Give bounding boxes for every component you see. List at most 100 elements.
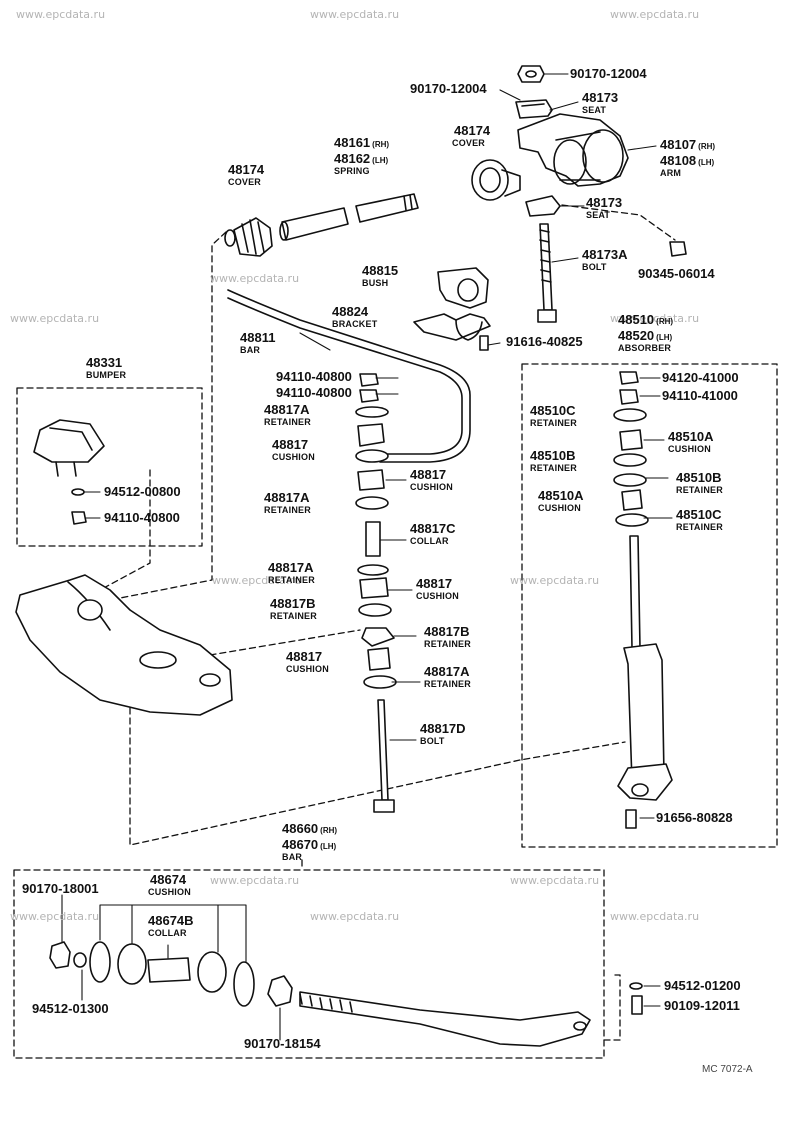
part-name: CUSHION: [286, 664, 329, 674]
part-number: 94110-40800: [104, 510, 180, 525]
part-number: 48811: [240, 330, 276, 345]
watermark: www.epcdata.ru: [212, 574, 302, 587]
bumper-icon: [33, 419, 105, 525]
part-number: 94512-01300: [32, 1001, 109, 1016]
long-bolt-icon: [373, 699, 395, 813]
part-number: 94512-00800: [104, 484, 181, 499]
part-number: 48510(RH): [618, 312, 674, 327]
part-name: BUMPER: [86, 370, 127, 380]
seat-lower-icon: [525, 195, 561, 217]
watermark: www.epcdata.ru: [210, 272, 300, 285]
watermark: www.epcdata.ru: [610, 312, 700, 325]
part-number: 48520(LH): [618, 328, 673, 343]
watermark: www.epcdata.ru: [210, 874, 300, 887]
part-number: 48173: [582, 90, 619, 105]
bracket-icon: [413, 313, 491, 341]
bush-icon: [437, 267, 489, 309]
part-number: 48173: [586, 195, 623, 210]
part-number: 90170-18001: [22, 881, 99, 896]
part-name: COVER: [228, 177, 262, 187]
part-number: 91616-40825: [506, 334, 583, 349]
part-number: 94120-41000: [662, 370, 739, 385]
part-name: RETAINER: [270, 611, 317, 621]
seat-upper-icon: [515, 99, 553, 119]
rod-bolt-icon: [629, 982, 643, 1015]
part-number: 48817D: [420, 721, 466, 736]
part-number: 90109-12011: [664, 998, 740, 1013]
part-name: SPRING: [334, 166, 370, 176]
torsion-spring-icon: [279, 193, 419, 241]
part-name: RETAINER: [268, 575, 315, 585]
part-name: BUSH: [362, 278, 389, 288]
part-number: 94110-40800: [276, 385, 352, 400]
part-number: 48174: [228, 162, 265, 177]
part-number: 48817A: [268, 560, 314, 575]
part-number: 48817A: [264, 490, 310, 505]
part-name: RETAINER: [424, 679, 471, 689]
stabilizer-bar-icon: [227, 289, 471, 463]
part-name: SEAT: [586, 210, 611, 220]
small-nut-icon: [669, 241, 687, 257]
part-number: 90345-06014: [638, 266, 715, 281]
absorber-detail-frame: [521, 363, 778, 848]
part-number: 48824: [332, 304, 369, 319]
part-name: CUSHION: [538, 503, 581, 513]
shock-absorber-icon: [617, 535, 673, 829]
part-name: RETAINER: [530, 418, 577, 428]
part-number: 48817C: [410, 521, 456, 536]
part-name: CUSHION: [416, 591, 459, 601]
part-name: COVER: [452, 138, 486, 148]
part-number: 48510A: [538, 488, 584, 503]
part-name: BOLT: [420, 736, 445, 746]
absorber-stack-icon: [613, 371, 649, 527]
watermark: www.epcdata.ru: [310, 910, 400, 923]
watermark: www.epcdata.ru: [16, 8, 106, 21]
center-stack-icon: [355, 373, 397, 689]
watermark: www.epcdata.ru: [510, 574, 600, 587]
part-number: 94512-01200: [664, 978, 741, 993]
part-name: BRACKET: [332, 319, 378, 329]
part-number: 48817A: [424, 664, 470, 679]
part-name: RETAINER: [264, 417, 311, 427]
part-name: ABSORBER: [618, 343, 672, 353]
part-number: 48107(RH): [660, 137, 716, 152]
part-name: COLLAR: [148, 928, 187, 938]
part-number: 48817A: [264, 402, 310, 417]
part-number: 48674B: [148, 913, 194, 928]
part-name: CUSHION: [410, 482, 453, 492]
part-number: 90170-18154: [244, 1036, 321, 1051]
watermark: www.epcdata.ru: [310, 8, 400, 21]
part-number: 48817B: [270, 596, 316, 611]
part-number: 48817: [416, 576, 453, 591]
part-name: ARM: [660, 168, 682, 178]
part-name: CUSHION: [668, 444, 711, 454]
bracket-bolt-icon: [479, 335, 489, 351]
part-name: COLLAR: [410, 536, 449, 546]
part-number: 90170-12004: [570, 66, 647, 81]
part-number: 48162(LH): [334, 151, 389, 166]
cover-right-icon: [471, 159, 521, 201]
nut-top-icon: [517, 65, 545, 83]
part-number: 48670(LH): [282, 837, 337, 852]
part-name: SEAT: [582, 105, 607, 115]
watermark: www.epcdata.ru: [610, 910, 700, 923]
part-number: 48510B: [676, 470, 722, 485]
part-number: 48510C: [676, 507, 722, 522]
part-number: 48817: [272, 437, 309, 452]
part-number: 48660(RH): [282, 821, 338, 836]
part-name: CUSHION: [148, 887, 191, 897]
watermark: www.epcdata.ru: [510, 874, 600, 887]
cover-left-icon: [224, 217, 273, 257]
part-name: BOLT: [582, 262, 607, 272]
part-name: CUSHION: [272, 452, 315, 462]
part-number: 48174: [454, 123, 491, 138]
part-number: 48108(LH): [660, 153, 715, 168]
part-number: 91656-80828: [656, 810, 733, 825]
part-name: RETAINER: [676, 485, 723, 495]
bumper-detail-frame: [16, 387, 203, 547]
lower-arm-icon: [15, 574, 233, 716]
lateral-rod-icon: [299, 991, 591, 1047]
suspension-arm-icon: [517, 113, 629, 187]
part-number: 48815: [362, 263, 399, 278]
